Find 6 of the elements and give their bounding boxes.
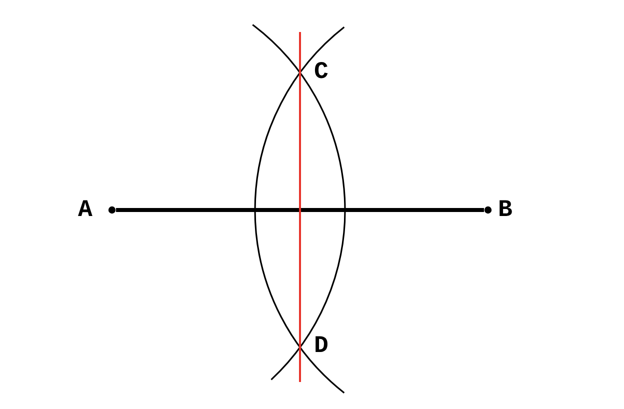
point-label: C <box>300 59 340 85</box>
perpendicular-bisector <box>299 72 301 345</box>
point-label: A <box>78 198 116 222</box>
point-label: B <box>484 198 522 222</box>
point-label: D <box>300 333 340 359</box>
line-segment <box>116 208 484 212</box>
